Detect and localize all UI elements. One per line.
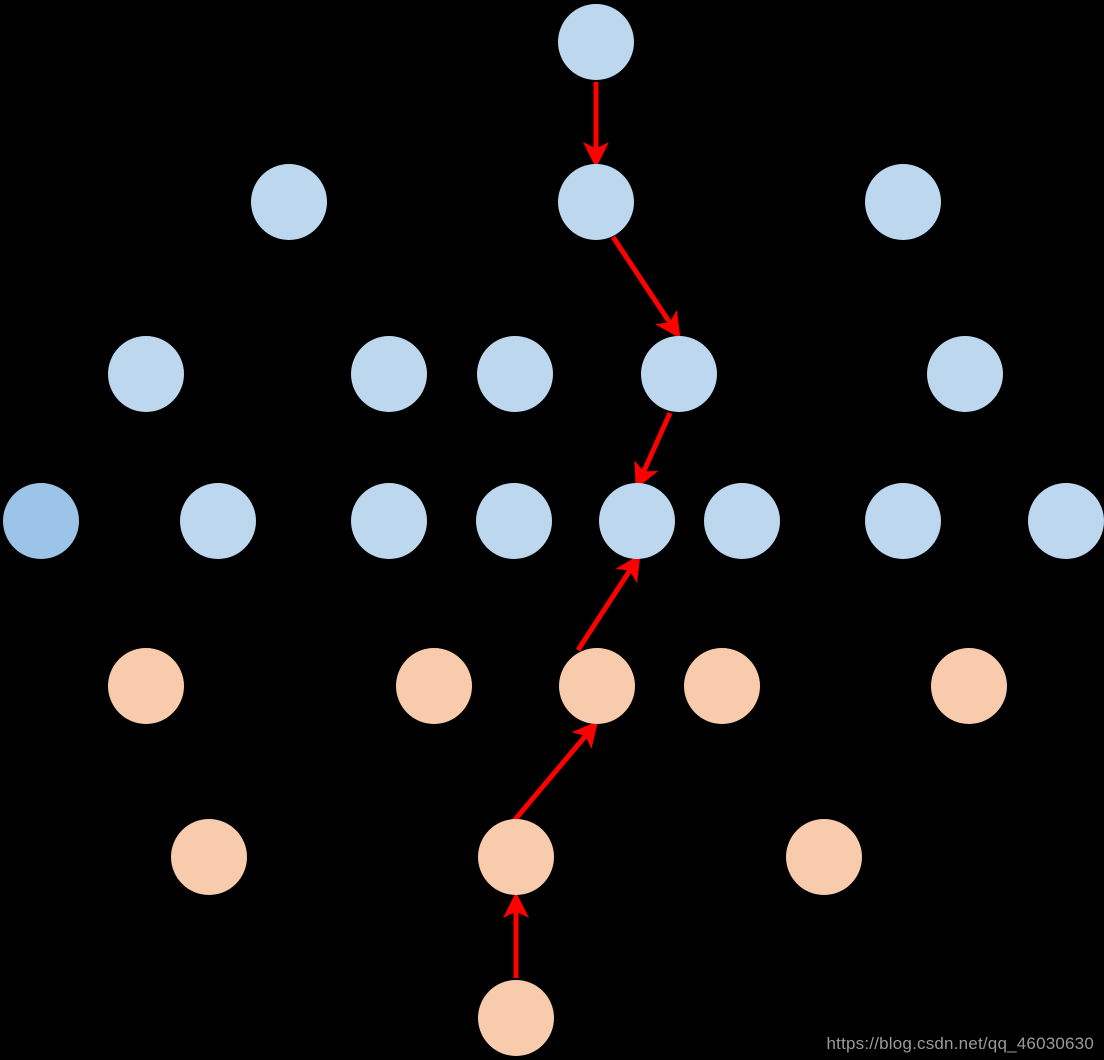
- graph-node[interactable]: [559, 648, 635, 724]
- graph-node[interactable]: [396, 648, 472, 724]
- graph-node[interactable]: [704, 483, 780, 559]
- path-edge-arrow: [575, 554, 641, 652]
- graph-node[interactable]: [3, 483, 79, 559]
- graph-node[interactable]: [108, 648, 184, 724]
- graph-node[interactable]: [931, 648, 1007, 724]
- edges-layer: [503, 82, 681, 978]
- node-layer-layer-1: [558, 4, 634, 80]
- graph-node[interactable]: [786, 819, 862, 895]
- graph-node[interactable]: [476, 483, 552, 559]
- node-layer-layer-3: [108, 336, 1003, 412]
- node-layer-layer-7: [478, 980, 554, 1056]
- path-edge-arrow: [634, 411, 673, 490]
- graph-node[interactable]: [599, 483, 675, 559]
- graph-node[interactable]: [108, 336, 184, 412]
- graph-node[interactable]: [478, 980, 554, 1056]
- node-layer-layer-2: [251, 164, 941, 240]
- graph-node[interactable]: [477, 336, 553, 412]
- graph-node[interactable]: [171, 819, 247, 895]
- graph-node[interactable]: [180, 483, 256, 559]
- node-layer-layer-6: [171, 819, 862, 895]
- graph-node[interactable]: [478, 819, 554, 895]
- graph-node[interactable]: [558, 164, 634, 240]
- graph-node[interactable]: [927, 336, 1003, 412]
- graph-node[interactable]: [558, 4, 634, 80]
- graph-node[interactable]: [684, 648, 760, 724]
- graph-node[interactable]: [865, 164, 941, 240]
- nodes-layer: [3, 4, 1104, 1056]
- graph-node[interactable]: [351, 336, 427, 412]
- node-layer-layer-5: [108, 648, 1007, 724]
- path-edge-arrow: [511, 720, 599, 824]
- graph-node[interactable]: [641, 336, 717, 412]
- node-layer-layer-4: [3, 483, 1104, 559]
- graph-node[interactable]: [865, 483, 941, 559]
- graph-node[interactable]: [351, 483, 427, 559]
- path-edge-arrow: [610, 235, 681, 339]
- watermark-text: https://blog.csdn.net/qq_46030630: [826, 1034, 1094, 1053]
- graph-node[interactable]: [251, 164, 327, 240]
- graph-node[interactable]: [1028, 483, 1104, 559]
